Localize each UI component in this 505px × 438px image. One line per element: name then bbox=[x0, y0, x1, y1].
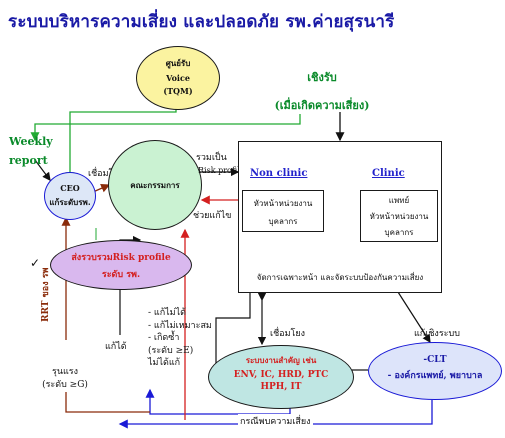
clinic-title: Clinic bbox=[372, 168, 405, 179]
connect-mid-label: เชื่อมโยง bbox=[270, 329, 306, 339]
clinic-line2: หัวหน้าหน่วยงาน bbox=[369, 212, 429, 221]
committee-node: คณะกรรมการ bbox=[108, 140, 202, 230]
fix-system-label: แก้เชิงระบบ bbox=[414, 329, 460, 339]
connect-left-label: เชื่อมโยง bbox=[88, 169, 124, 179]
weekly-line2: report bbox=[9, 154, 48, 167]
severe-line1: รุนแรง bbox=[51, 367, 78, 377]
bullet-3: - เกิดซ้ำ bbox=[148, 333, 180, 343]
bullet-5: ไม่ได้แก้ bbox=[148, 358, 181, 368]
reactive-line2: (เมื่อเกิดความเสี่ยง) bbox=[274, 99, 370, 112]
clt-line1: -CLT bbox=[423, 355, 447, 365]
nonclinic-title: Non clinic bbox=[250, 168, 308, 179]
nonclinic-line2: บุคลากร bbox=[268, 217, 298, 226]
line-ceo-committee bbox=[84, 183, 111, 200]
reactive-label: เชิงรับ (เมื่อเกิดความเสี่ยง) bbox=[262, 68, 382, 114]
bullet-2: - แก้ไม่เหมาะสม bbox=[148, 320, 212, 331]
committee-label: คณะกรรมการ bbox=[130, 180, 180, 190]
clinic-line1: แพทย์ bbox=[388, 196, 410, 205]
unfixable-list: - แก้ไม่ได้ - แก้ไม่เหมาะสม - เกิดซ้ำ (ร… bbox=[148, 307, 212, 370]
nonclinic-line1: หัวหน้าหน่วยงาน bbox=[253, 199, 313, 208]
line-severe-bottom bbox=[65, 392, 150, 413]
profile-line2: ระดับ รพ. bbox=[101, 270, 141, 280]
line-top-weekly bbox=[30, 114, 301, 142]
line-voice-ceo bbox=[65, 108, 177, 182]
clinic-line3: บุคลากร bbox=[384, 228, 414, 237]
bullet-4: (ระดับ ≥E) bbox=[148, 345, 194, 356]
systems-line1: ระบบงานสำคัญ เช่น bbox=[245, 355, 317, 365]
line-bottom-systems bbox=[145, 388, 291, 415]
clinic-box: แพทย์ หัวหน้าหน่วยงาน บุคลากร bbox=[360, 190, 438, 242]
check-icon: ✓ bbox=[30, 256, 41, 270]
ceo-node: CEO แก้ระดับรพ. bbox=[44, 172, 96, 220]
line-bottom-clt bbox=[118, 400, 433, 429]
systems-line2: ENV, IC, HRD, PTC bbox=[233, 370, 329, 380]
bottom-label: กรณีพบความเสี่ยง bbox=[238, 414, 313, 428]
ceo-line2: แก้ระดับรพ. bbox=[49, 197, 91, 207]
profile-line1: ส่งรวบรวมRisk profile bbox=[71, 253, 171, 263]
voice-tqm-node: ศูนย์รับ Voice (TQM) bbox=[136, 46, 220, 110]
reactive-line1: เชิงรับ bbox=[307, 71, 337, 84]
weekly-report-label: Weekly report bbox=[9, 132, 53, 170]
weekly-line1: Weekly bbox=[9, 135, 53, 148]
risk-profile-node: ส่งรวบรวมRisk profile ระดับ รพ. bbox=[50, 240, 192, 290]
bullet-1: - แก้ไม่ได้ bbox=[148, 308, 186, 318]
page-title: ระบบบริหารความเสี่ยง และปลอดภัย รพ.ค่ายส… bbox=[8, 12, 395, 32]
manage-label: จัดการเฉพาะหน้า และจัดระบบป้องกันความเสี… bbox=[256, 273, 424, 282]
ceo-line1: CEO bbox=[60, 183, 80, 193]
systems-line3: HPH, IT bbox=[260, 382, 302, 392]
line-box-down-left bbox=[215, 292, 251, 380]
clt-line2: - องค์กรแพทย์, พยาบาล bbox=[387, 371, 483, 381]
nonclinic-box: หัวหน้าหน่วยงาน บุคลากร bbox=[242, 190, 324, 232]
fix-label: แก้ได้ bbox=[105, 342, 127, 352]
severe-label: รุนแรง (ระดับ ≥G) bbox=[40, 366, 90, 392]
gather-label: รวมเป็น bbox=[196, 153, 227, 163]
line-box-clt bbox=[397, 291, 431, 344]
voice-line2: Voice bbox=[166, 73, 190, 83]
systems-node: ระบบงานสำคัญ เช่น ENV, IC, HRD, PTC HPH,… bbox=[208, 345, 354, 409]
rrt-label: RRT ของ รพ bbox=[41, 267, 51, 322]
voice-line3: (TQM) bbox=[163, 86, 193, 96]
clt-node: -CLT - องค์กรแพทย์, พยาบาล bbox=[368, 342, 502, 400]
voice-line1: ศูนย์รับ bbox=[165, 58, 191, 68]
line-weekly-ceo bbox=[34, 159, 51, 181]
severe-line2: (ระดับ ≥G) bbox=[42, 380, 88, 390]
help-fix-label: ช่วยแก้ไข bbox=[193, 211, 232, 221]
risk-profile-label: Risk profile bbox=[198, 166, 245, 175]
